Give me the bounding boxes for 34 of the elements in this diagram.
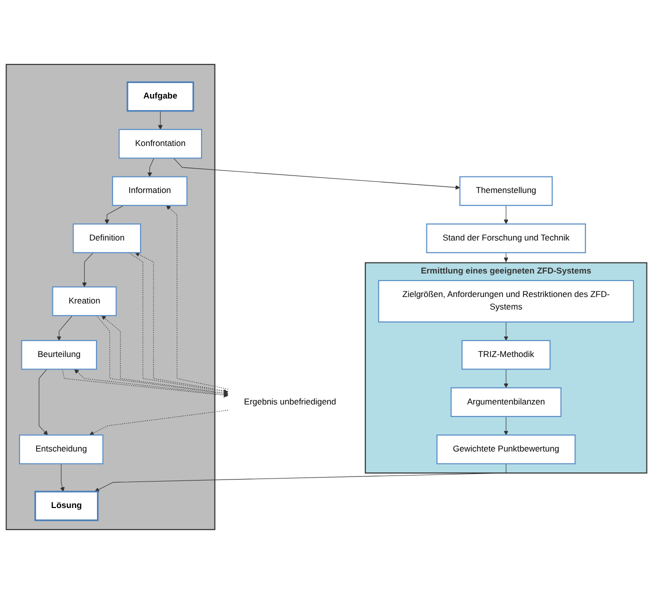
arrow: [504, 205, 508, 224]
node-box: Definition: [72, 223, 142, 254]
node-box: Gewichtete Punktbewertung: [436, 434, 576, 464]
arrow: [104, 205, 124, 224]
node-box: Kreation: [52, 286, 117, 316]
arrow: [74, 369, 228, 396]
node-box: TRIZ-Methodik: [462, 340, 551, 370]
arrow: [56, 315, 73, 341]
node-box: Argumentenbilanzen: [450, 387, 562, 417]
node-text: Ergebnis unbefriedigend: [244, 397, 336, 406]
arrow: [504, 252, 508, 262]
arrow: [82, 252, 94, 288]
cluster: [6, 64, 216, 530]
arrow: [38, 368, 48, 436]
arrow: [158, 110, 163, 130]
arrow: [173, 158, 460, 190]
node-box: Konfrontation: [118, 128, 202, 159]
arrow: [60, 463, 65, 492]
arrow: [147, 158, 154, 177]
arrow: [166, 205, 228, 390]
node-box: Aufgabe: [126, 81, 194, 112]
arrow: [89, 410, 228, 436]
node-box: Zielgrößen, Anforderungen und Restriktionen des ZFD-Systems: [378, 280, 634, 322]
node-box: Themenstellung: [459, 176, 553, 206]
node-box: Lösung: [34, 490, 99, 522]
arrow: [504, 416, 508, 436]
node-box: Entscheidung: [19, 434, 104, 464]
arrow: [504, 368, 508, 388]
node-box: Stand der Forschung und Technik: [426, 223, 586, 254]
arrow: [504, 322, 508, 341]
arrow: [94, 463, 506, 492]
arrow: [62, 368, 228, 398]
node-box: Beurteilung: [21, 340, 98, 370]
node-box: Information: [112, 176, 188, 206]
